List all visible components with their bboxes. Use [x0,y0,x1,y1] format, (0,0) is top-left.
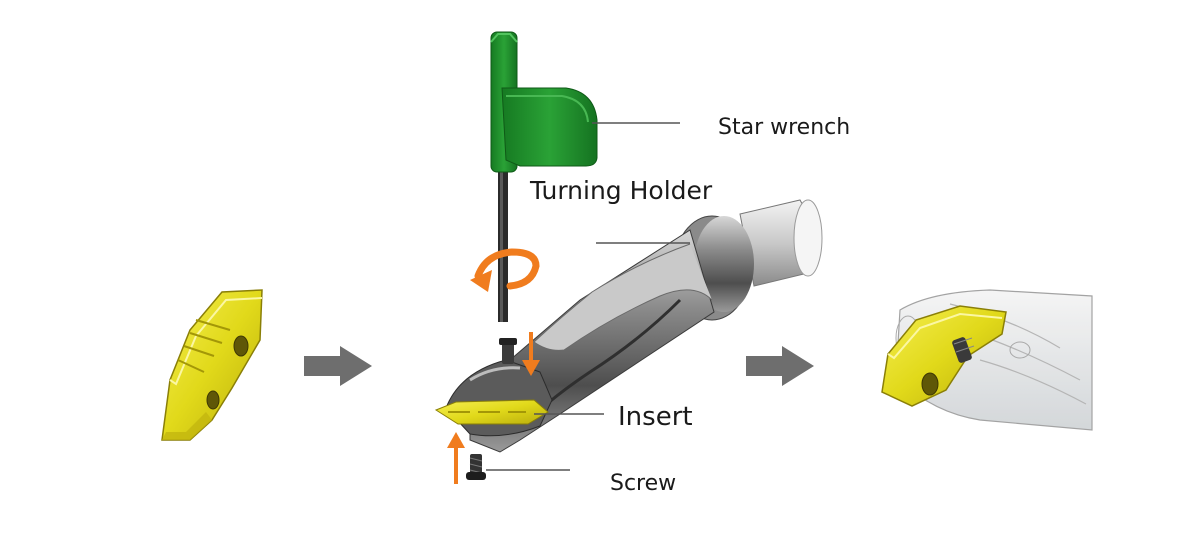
turning-holder [445,199,823,453]
leader-lines [486,122,690,471]
star-wrench [490,31,598,322]
loose-insert [161,289,263,441]
insert-label: Insert [618,402,693,432]
right-arrow-icon [746,346,814,386]
assembled-holder [881,289,1093,431]
seated-insert [434,399,549,425]
turning-holder-label: Turning Holder [530,176,713,205]
screw [466,454,486,480]
rotate-arrow-icon [470,248,540,292]
right-arrow-icon [304,346,372,386]
up-arrow-icon [447,432,465,484]
down-arrow-icon [522,332,540,376]
star-wrench-label: Star wrench [718,115,851,140]
screw-label: Screw [610,471,677,496]
